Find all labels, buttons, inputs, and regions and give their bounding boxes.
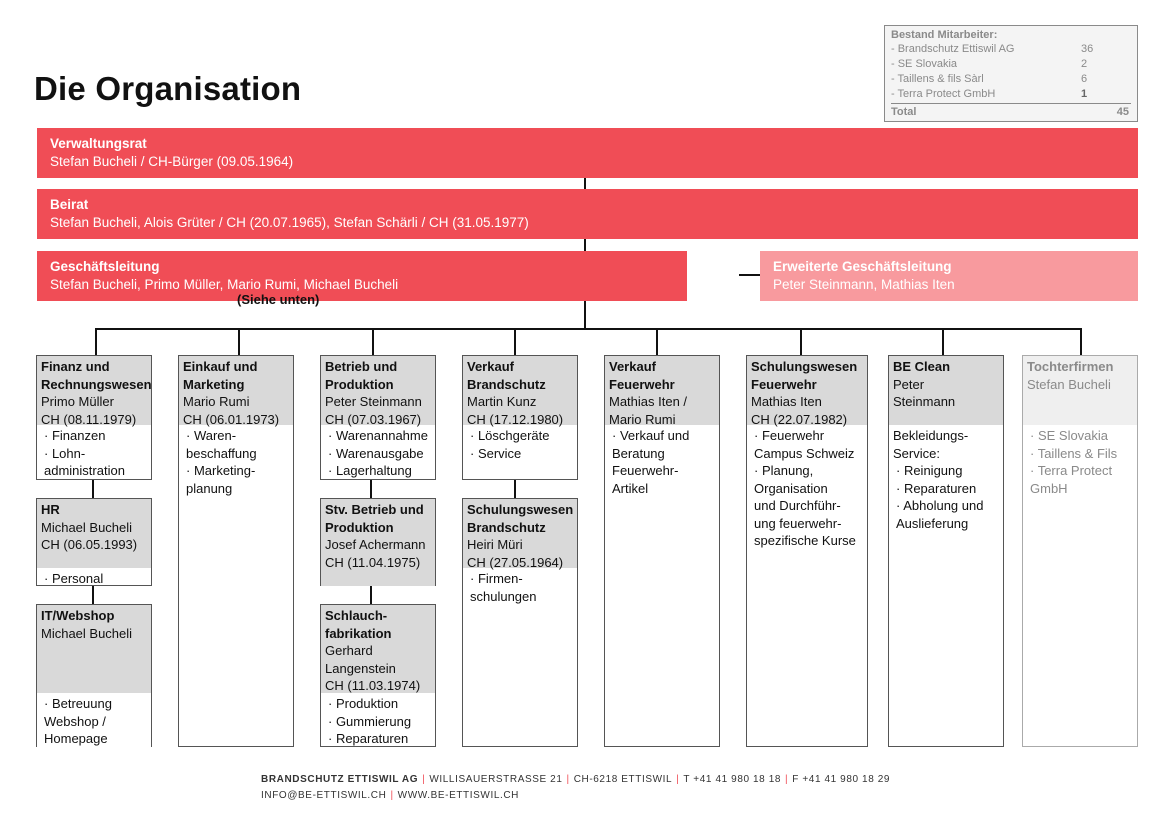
box-betrieb-produktion: Betrieb und Produktion Peter Steinmann C… <box>320 355 436 480</box>
box-tochterfirmen: Tochterfirmen Stefan Bucheli · SE Slovak… <box>1022 355 1138 747</box>
connector-line <box>656 328 658 355</box>
box-finanz: Finanz und Rechnungswesen Primo Müller C… <box>36 355 152 480</box>
box-stv-betrieb: Stv. Betrieb und Produktion Josef Acherm… <box>320 498 436 586</box>
connector-line <box>372 328 374 355</box>
beirat-title: Beirat <box>50 197 89 212</box>
geschaeftsleitung-members: Stefan Bucheli, Primo Müller, Mario Rumi… <box>50 277 399 292</box>
box-verkauf-feuerwehr: Verkauf Feuerwehr Mathias Iten / Mario R… <box>604 355 720 747</box>
box-einkauf-marketing: Einkauf und Marketing Mario Rumi CH (06.… <box>178 355 294 747</box>
connector-line <box>95 328 97 355</box>
geschaeftsleitung-title: Geschäftsleitung <box>50 259 160 274</box>
footer: BRANDSCHUTZ ETTISWIL AG|WILLISAUERSTRASS… <box>261 774 891 801</box>
box-schulungswesen-brandschutz: Schulungswesen Brandschutz Heiri Müri CH… <box>462 498 578 747</box>
erweiterte-members: Peter Steinmann, Mathias Iten <box>773 277 955 292</box>
siehe-unten-note: (Siehe unten) <box>237 292 320 307</box>
connector-line <box>942 328 944 355</box>
connector-line <box>584 239 586 251</box>
box-be-clean: BE Clean Peter Steinmann Bekleidungs- Se… <box>888 355 1004 747</box>
connector-line <box>800 328 802 355</box>
beirat-bar: Beirat Stefan Bucheli, Alois Grüter / CH… <box>37 189 1138 239</box>
verwaltungsrat-members: Stefan Bucheli / CH-Bürger (09.05.1964) <box>50 154 294 169</box>
box-schulungswesen-feuerwehr: Schulungswesen Feuerwehr Mathias Iten CH… <box>746 355 868 747</box>
footer-email[interactable]: INFO@BE-ETTISWIL.CH <box>261 790 387 801</box>
geschaeftsleitung-bar: Geschäftsleitung Stefan Bucheli, Primo M… <box>37 251 687 301</box>
footer-city: CH-6218 ETTISWIL <box>573 774 673 785</box>
erweiterte-title: Erweiterte Geschäftsleitung <box>773 259 952 274</box>
box-verkauf-brandschutz: Verkauf Brandschutz Martin Kunz CH (17.1… <box>462 355 578 480</box>
box-it-webshop: IT/Webshop Michael Bucheli · Betreuung W… <box>36 604 152 747</box>
connector-line <box>92 480 94 498</box>
footer-company: BRANDSCHUTZ ETTISWIL AG <box>261 774 419 785</box>
connector-line <box>238 328 240 355</box>
connector-line <box>95 328 1082 330</box>
erweiterte-geschaeftsleitung-bar: Erweiterte Geschäftsleitung Peter Steinm… <box>760 251 1138 301</box>
footer-website[interactable]: WWW.BE-ETTISWIL.CH <box>397 790 520 801</box>
connector-line <box>739 274 760 276</box>
verwaltungsrat-title: Verwaltungsrat <box>50 136 147 151</box>
connector-line <box>1080 328 1082 355</box>
footer-phone: T +41 41 980 18 18 <box>683 774 782 785</box>
connector-line <box>92 586 94 604</box>
footer-fax: F +41 41 980 18 29 <box>792 774 891 785</box>
verwaltungsrat-bar: Verwaltungsrat Stefan Bucheli / CH-Bürge… <box>37 128 1138 178</box>
page-title: Die Organisation <box>34 70 302 107</box>
connector-line <box>584 301 586 329</box>
connector-line <box>514 328 516 355</box>
connector-line <box>370 586 372 604</box>
connector-line <box>584 178 586 189</box>
footer-street: WILLISAUERSTRASSE 21 <box>429 774 563 785</box>
connector-line <box>514 480 516 498</box>
beirat-members: Stefan Bucheli, Alois Grüter / CH (20.07… <box>50 215 529 230</box>
staff-summary-box: Bestand Mitarbeiter: - Brandschutz Ettis… <box>884 25 1138 122</box>
box-schlauchfabrikation: Schlauch- fabrikation Gerhard Langenstei… <box>320 604 436 747</box>
connector-line <box>370 480 372 498</box>
staff-heading: Bestand Mitarbeiter: <box>891 29 998 41</box>
box-hr: HR Michael Bucheli CH (06.05.1993) · Per… <box>36 498 152 586</box>
